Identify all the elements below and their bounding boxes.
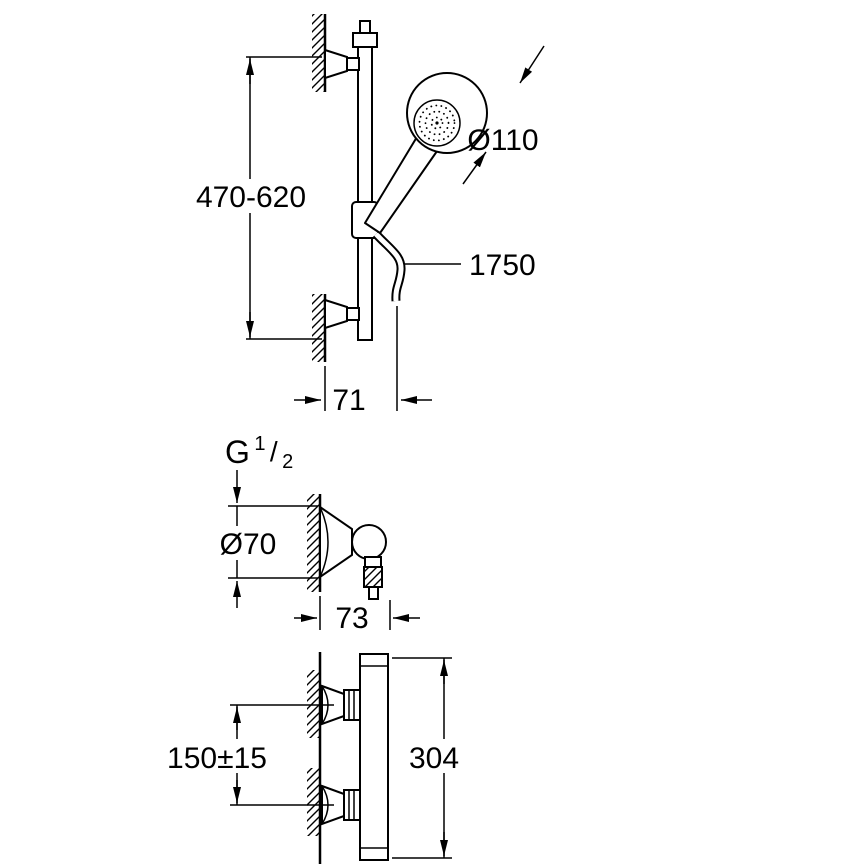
rail-top-cap xyxy=(352,32,378,48)
lower-connection-nut xyxy=(343,789,361,821)
thread-prefix: G xyxy=(225,434,250,470)
dim-wall-distance-73 xyxy=(294,596,420,630)
wall-hatching-upper xyxy=(307,670,320,738)
dim-arrow-lower xyxy=(462,151,487,185)
shower-rail xyxy=(357,45,373,341)
dim-head-diameter xyxy=(462,45,545,185)
dim-label-wall-distance: 73 xyxy=(335,602,368,635)
wall-bracket-top-arm xyxy=(346,57,360,71)
elbow-escutcheon-cone xyxy=(319,505,353,579)
thermostat-body xyxy=(359,653,389,861)
dim-label-bg xyxy=(403,739,465,773)
dim-label-escutcheon-diameter: Ø70 xyxy=(220,528,277,561)
elbow-knurled-connector xyxy=(363,566,383,588)
top-drawing-shower-rail-set: 470-620 Ø110 1750 71 xyxy=(188,14,545,417)
rail-top-stub xyxy=(359,20,371,34)
thread-denominator: 2 xyxy=(282,451,293,473)
dim-label-body-height: 304 xyxy=(409,742,459,775)
dim-label-connection-distance: 150±15 xyxy=(167,742,267,775)
thread-numerator: 1 xyxy=(254,433,265,455)
dim-wall-distance-71 xyxy=(294,306,432,411)
wall-bracket-bottom-arm xyxy=(346,307,360,321)
dim-label-head-diameter: Ø110 xyxy=(467,124,538,157)
thread-slash: / xyxy=(270,436,278,467)
elbow-cone-contour xyxy=(319,506,329,578)
elbow-ball-joint xyxy=(351,524,387,560)
spray-nozzle-rings xyxy=(418,104,456,142)
dim-label-bg xyxy=(148,739,286,773)
elbow-outlet-neck xyxy=(364,556,382,568)
wall-bracket-top-flange xyxy=(324,48,348,80)
dim-label-hose-length: 1750 xyxy=(469,249,536,282)
dim-label-bg xyxy=(188,179,314,213)
upper-connection-nut xyxy=(343,689,361,721)
dim-label-wall-distance: 71 xyxy=(332,384,365,417)
dim-escutcheon-diameter xyxy=(228,470,318,608)
thread-size-label: G 1 / 2 xyxy=(225,433,293,473)
bottom-drawing-thermostat: 150±15 304 xyxy=(148,652,465,864)
wall-hatching xyxy=(307,494,320,592)
wall-hatching-bottom xyxy=(312,294,325,362)
shower-hose-inner xyxy=(374,232,404,302)
wall-hatching-top xyxy=(312,14,325,92)
spray-center-dot xyxy=(435,121,439,125)
dim-arrow-upper xyxy=(519,45,545,84)
elbow-hose-nipple xyxy=(368,586,379,600)
middle-drawing-wall-elbow: G 1 / 2 Ø70 73 xyxy=(215,433,420,635)
wall-bracket-bottom-flange xyxy=(324,298,348,330)
wall-hatching-lower xyxy=(307,768,320,836)
dim-label-rail-height: 470-620 xyxy=(196,181,306,214)
dim-label-bg xyxy=(215,526,281,560)
